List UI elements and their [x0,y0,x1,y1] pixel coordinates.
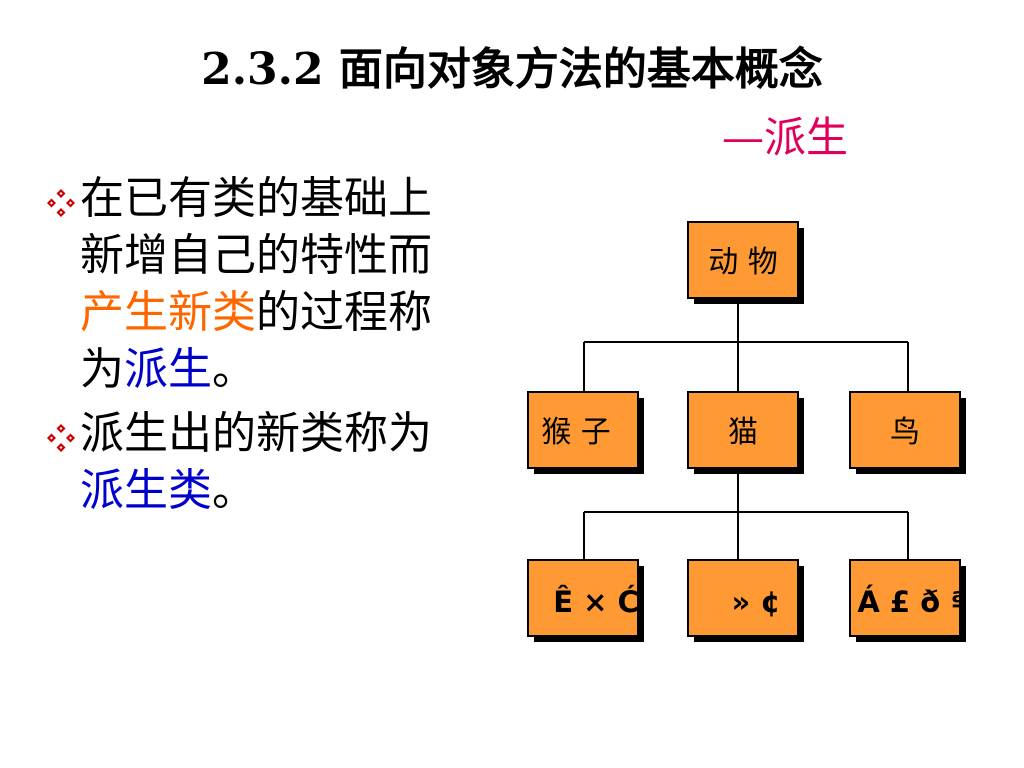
node-box [687,221,799,299]
highlight-derivation: 派生 [124,344,212,395]
bullet-text-1: 在已有类的基础上新增自己的特性而产生新类的过程称为派生。 [80,173,432,395]
node-box [527,391,639,469]
node-box [687,391,799,469]
bullet-text-part: 。 [212,465,256,516]
node-label-subclass-3: Á £ ð ª [857,585,966,619]
node-root: 动 物 [687,221,804,304]
node-label-monkey: 猴 子 [541,415,611,450]
node-box [849,559,961,637]
slide-title: 2.3.2 面向对象方法的基本概念 [201,44,823,95]
bullet-text-part: 在已有类的基础上新增自己的特性而 [80,173,432,281]
diamond-bullet-icon [47,424,75,452]
bullet-item-derived-class: 派生出的新类称为派生类。 [46,405,466,519]
node-label-root: 动 物 [708,245,778,280]
diamond-bullet-icon [47,189,75,217]
node-subclass-1: Ê × Ć [527,559,644,642]
node-label-bird: 鸟 [890,415,920,450]
node-subclass-3: Á £ ð ª [849,559,967,642]
node-box [527,559,639,637]
bullet-text-part: 的过程称为 [80,287,432,395]
node-subclass-2: » ¢ [687,559,804,642]
node-box [849,391,961,469]
bullet-text-part: 。 [212,344,256,395]
node-monkey: 猴 子 [527,391,644,474]
node-cat: 猫 [687,391,804,474]
bullet-text-2: 派生出的新类称为派生类。 [80,408,432,516]
node-label-cat: 猫 [728,415,758,450]
slide-subtitle: —派生 [722,113,849,162]
node-bird: 鸟 [849,391,966,474]
node-label-subclass-1: Ê × Ć [553,585,639,619]
highlight-derived-class: 派生类 [80,465,212,516]
highlight-new-class: 产生新类 [80,287,256,338]
bullet-list: 在已有类的基础上新增自己的特性而产生新类的过程称为派生。 派生出的新类称为派生类… [46,170,466,526]
node-box [687,559,799,637]
node-label-subclass-2: » ¢ [731,585,780,619]
bullet-item-derivation: 在已有类的基础上新增自己的特性而产生新类的过程称为派生。 [46,170,466,398]
bullet-text-part: 派生出的新类称为 [80,408,432,459]
diagram-connectors [583,300,909,560]
